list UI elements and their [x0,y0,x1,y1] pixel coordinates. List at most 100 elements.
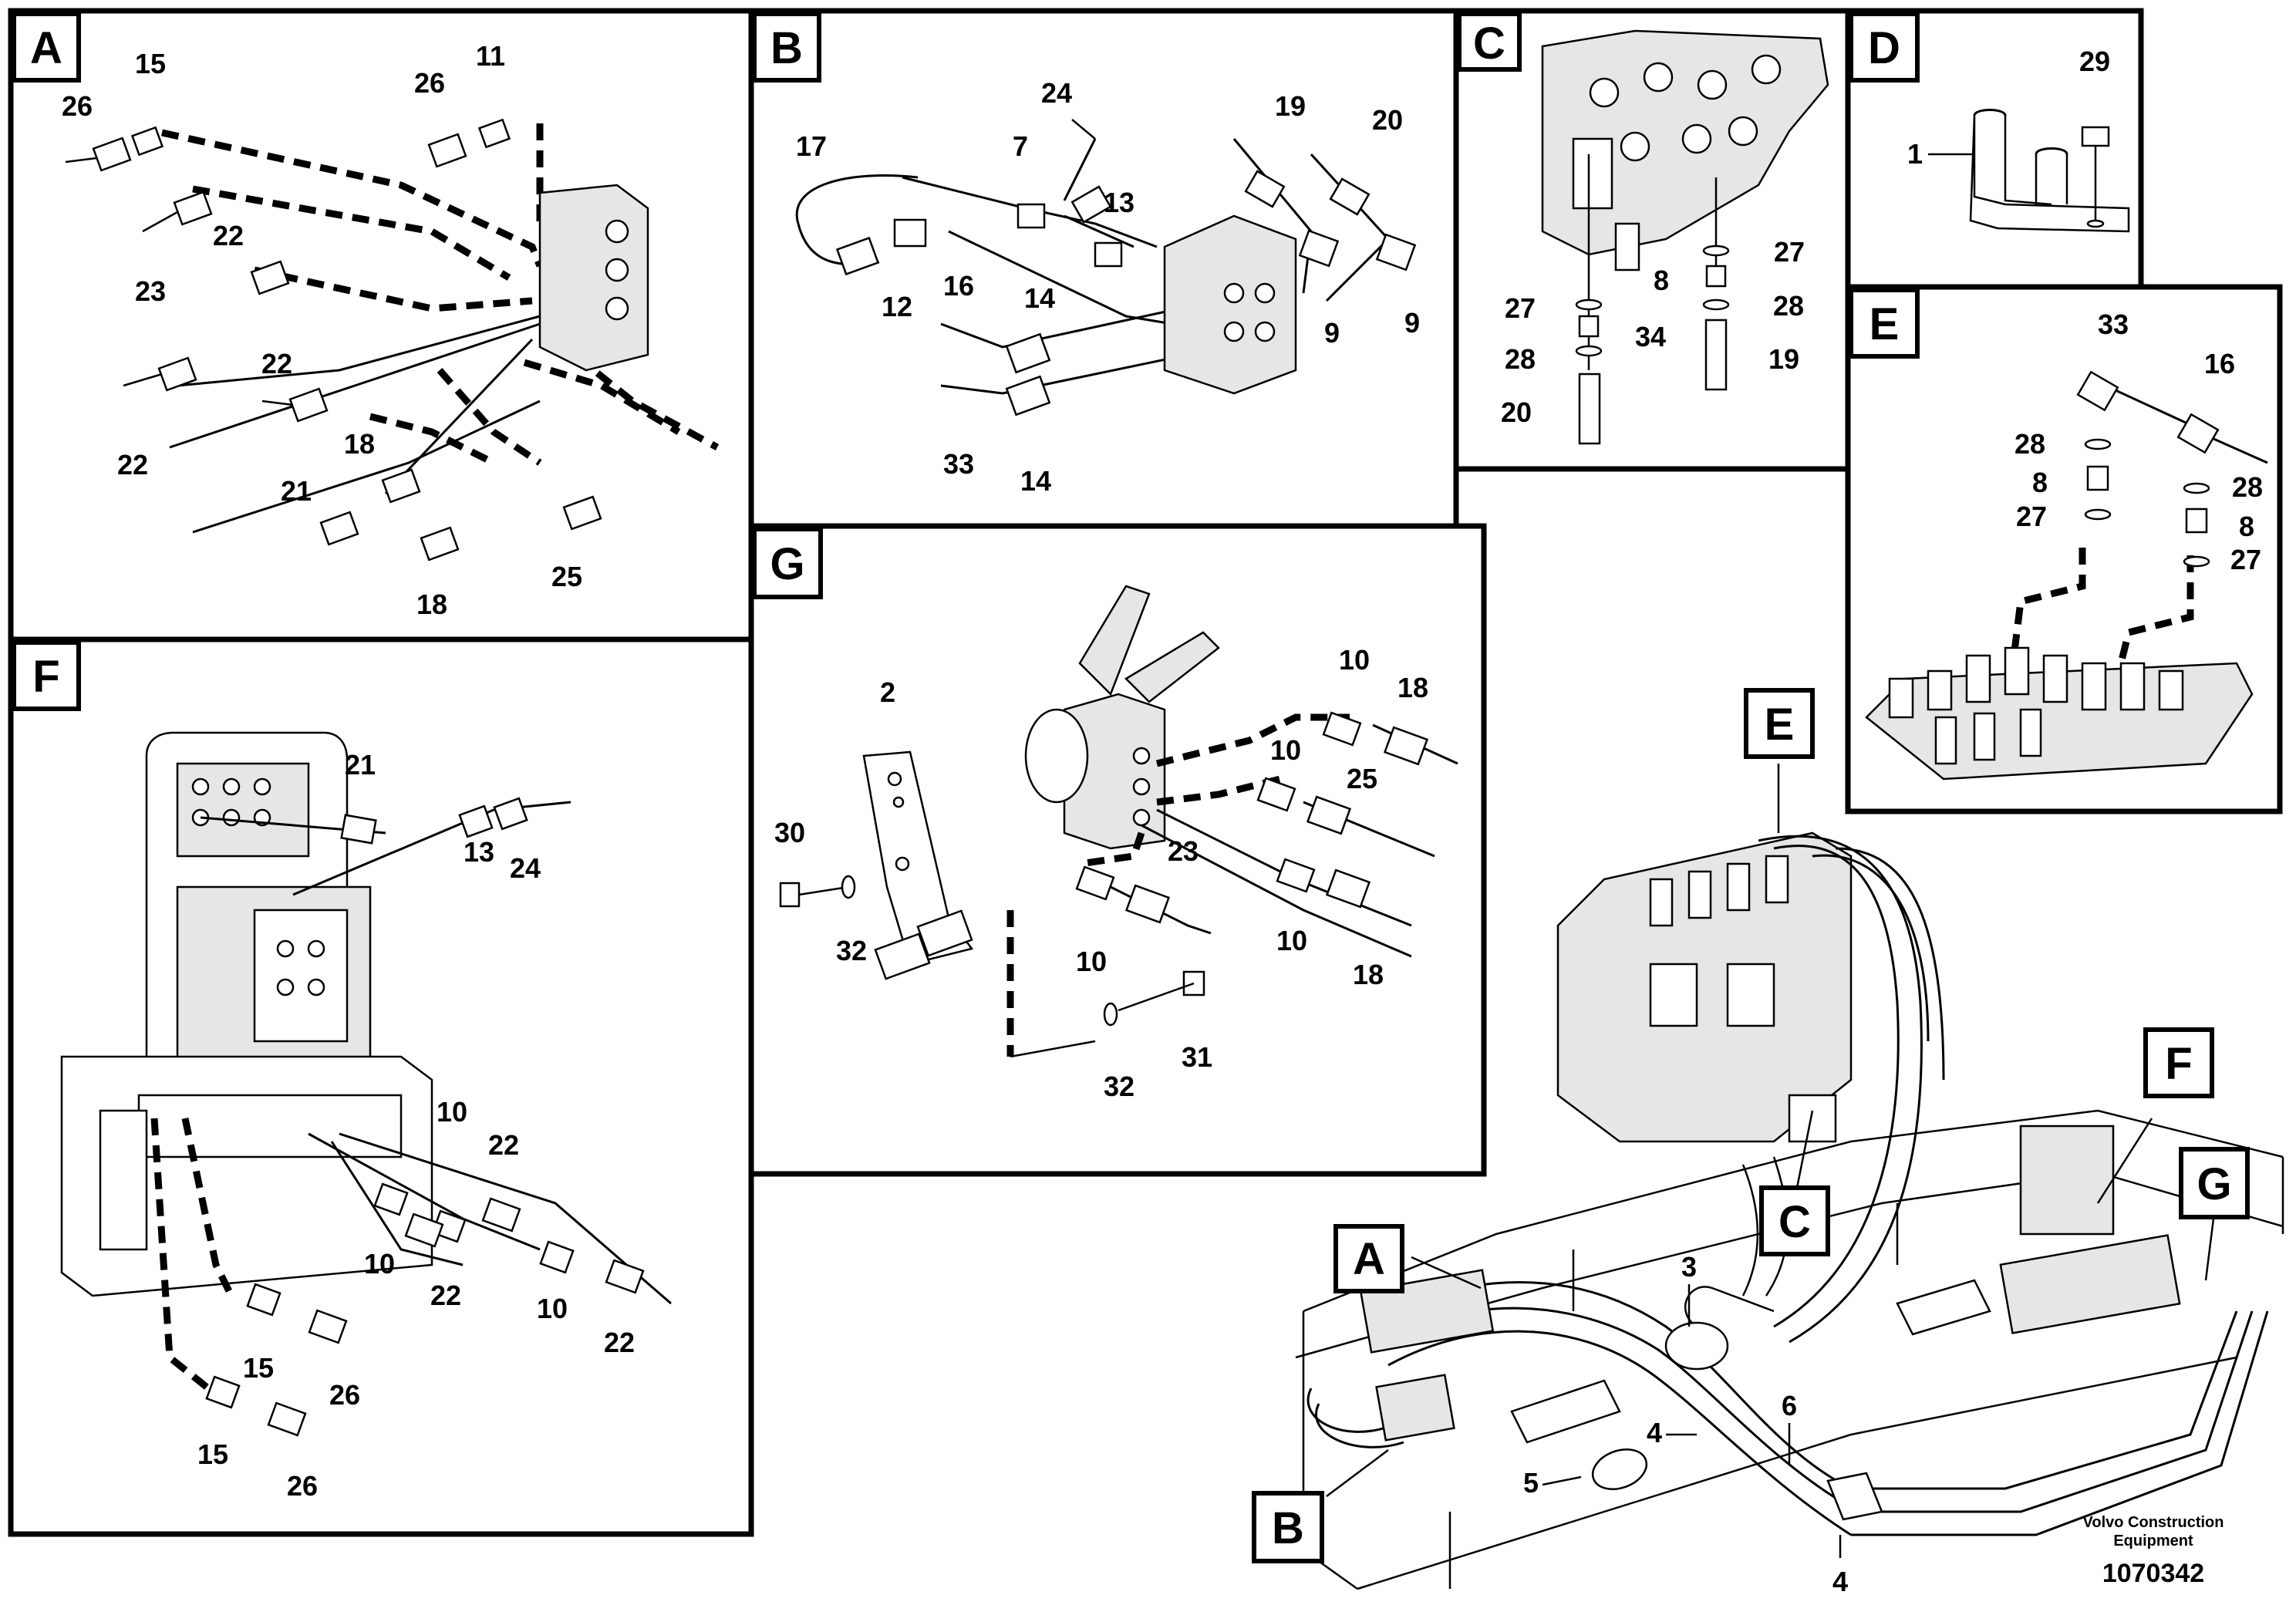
callout-f-22b: 22 [430,1280,461,1311]
callout-g-18a: 18 [1397,672,1428,703]
panel-d-letter: D [1868,23,1900,73]
callout-f-10b: 10 [364,1248,395,1280]
callout-g-2: 2 [880,676,895,708]
overview-marker-a: A [1333,1224,1482,1293]
callout-b-19: 19 [1275,90,1306,122]
panel-e-frame [1845,284,2283,814]
callout-b-9b: 9 [1404,307,1420,339]
callout-g-10c: 10 [1076,946,1107,977]
callout-c-27a: 27 [1774,236,1805,268]
panel-b-letter-box: B [752,12,821,83]
callout-b-17: 17 [796,130,827,162]
overview-marker-c-label: C [1778,1197,1811,1247]
panel-d-bracket [1969,115,2130,233]
callout-f-22a: 22 [488,1129,519,1161]
callout-a-22a: 22 [213,220,244,251]
panel-e-letter-box: E [1849,288,1920,359]
overview-pilot-block-b [1375,1374,1455,1442]
callout-f-15a: 15 [243,1352,274,1384]
callout-c-8: 8 [1654,265,1669,296]
callout-f-22c: 22 [604,1327,635,1358]
callout-g-32a: 32 [836,935,867,966]
callout-a-18b: 18 [416,588,447,620]
callout-f-10c: 10 [537,1293,568,1324]
callout-f-24: 24 [510,852,541,884]
overview-marker-g: G [2179,1147,2250,1281]
part-number: 1070342 [2102,1559,2204,1588]
panel-g-letter-box: G [752,527,823,599]
panel-a-letter: A [30,23,62,73]
callout-a-25: 25 [551,561,582,592]
panel-c-letter-box: C [1457,12,1522,72]
panel-a-fittings [92,118,602,561]
panel-a-drawing [65,118,720,561]
callout-b-14b: 14 [1020,465,1051,497]
credit-line-1: Volvo Construction [2083,1514,2224,1531]
callout-c-20: 20 [1501,396,1532,428]
callout-c-27b: 27 [1505,292,1536,324]
callout-d-1: 1 [1907,138,1923,170]
callout-b-12: 12 [882,291,912,322]
panel-frames [8,8,2283,1537]
callout-a-18a: 18 [344,428,375,460]
overview-marker-g-label: G [2197,1159,2231,1209]
panel-b-valve-block [1163,214,1297,395]
callout-g-30: 30 [774,817,805,848]
callout-e-27b: 27 [2230,544,2261,575]
panel-e-drawing [1865,370,2268,781]
panel-d-drawing [1928,109,2130,233]
panel-f-valve-stack [137,1094,403,1158]
panel-f-callouts: 21 13 24 10 22 10 22 10 22 15 26 15 26 [197,749,635,1502]
callout-c-34: 34 [1635,321,1666,352]
callout-a-22b: 22 [261,348,292,379]
callout-e-33: 33 [2098,309,2129,340]
panel-a-valve-block [538,184,649,372]
panel-g-bracket [862,750,974,966]
panel-g-lever-a [1078,585,1151,696]
callout-f-26a: 26 [329,1379,360,1411]
callout-e-16: 16 [2204,348,2235,379]
panel-g-bolt-30 [779,875,856,908]
callout-b-16: 16 [943,270,974,302]
panel-b-letter: B [770,23,803,73]
panel-d-bolt [2081,126,2110,228]
callout-e-8b: 8 [2239,511,2254,542]
overview-markers: E C F G A B [1252,688,2250,1563]
callout-g-10a: 10 [1339,644,1370,676]
callout-b-9a: 9 [1324,317,1340,349]
overview-drawing [1295,831,2284,1590]
panel-g-letter: G [770,539,804,589]
panel-c-letter: C [1473,19,1505,69]
callout-e-28a: 28 [2014,428,2045,460]
overview-callouts: 3 4 6 5 4 [1523,1251,1848,1597]
panel-c-drawing [1541,29,1829,445]
callout-a-26a: 26 [62,90,93,122]
callout-b-14a: 14 [1024,282,1055,314]
panel-letters: A B C D E F G [12,12,1920,711]
panel-d-letter-box: D [1849,12,1920,83]
overview-marker-c: C [1759,1110,1830,1256]
overview-marker-a-label: A [1353,1234,1385,1284]
panel-f-drawing [60,731,672,1437]
overview-pilot-valve-f [2019,1125,2115,1236]
callout-g-25: 25 [1347,763,1377,794]
callout-a-15: 15 [135,48,166,79]
callout-e-27a: 27 [2016,501,2047,532]
callout-b-20: 20 [1372,104,1403,136]
overview-marker-b: B [1252,1449,1389,1563]
callout-f-10a: 10 [437,1096,467,1128]
panel-b-drawing [795,119,1417,416]
panel-g-callouts: 10 18 2 10 25 30 23 32 10 10 18 32 31 [774,644,1428,1102]
callout-c-28a: 28 [1773,290,1804,322]
panel-f-letter: F [32,652,59,702]
callout-f-13: 13 [464,836,494,868]
panel-g-bolt-31 [1103,970,1205,1027]
panel-g-lever-b [1124,631,1220,703]
callout-overview-5: 5 [1523,1467,1539,1499]
panel-g-frame [748,523,1487,1177]
callout-f-15b: 15 [197,1438,228,1470]
callout-g-23: 23 [1168,835,1199,867]
callout-d-29: 29 [2079,46,2110,77]
overview-marker-e: E [1744,688,1815,833]
